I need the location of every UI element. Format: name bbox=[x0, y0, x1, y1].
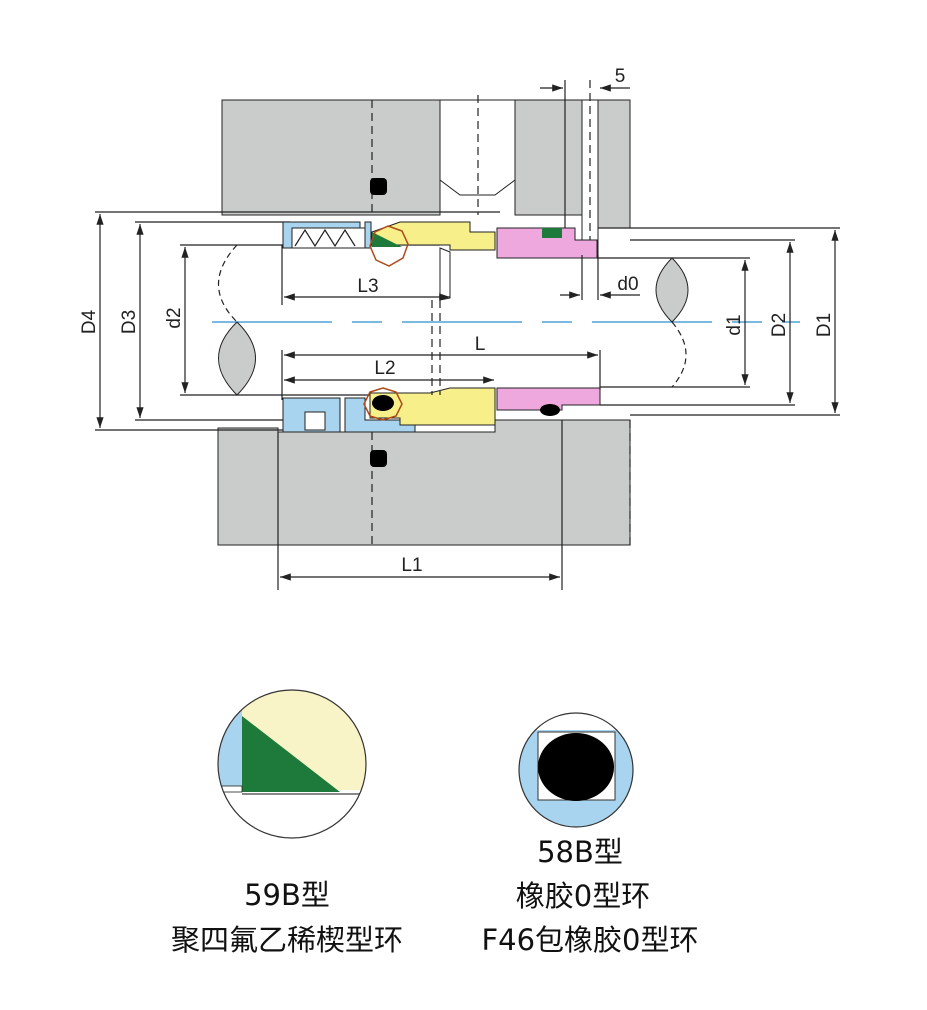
seal-top bbox=[282, 221, 598, 301]
seal-bottom bbox=[282, 300, 601, 433]
dim-L1: L1 bbox=[401, 555, 422, 576]
caption-59b-type: 59B型 bbox=[244, 878, 330, 912]
dim-d0: d0 bbox=[617, 274, 638, 295]
caption-58b-desc2: F46包橡胶0型环 bbox=[481, 923, 698, 957]
dim-D3: D3 bbox=[119, 310, 140, 334]
housing-oring-top bbox=[370, 178, 387, 195]
housing-oring-bottom bbox=[370, 450, 387, 467]
wedge-ring bbox=[372, 232, 402, 247]
horizontal-dimensions: L3 L L2 L1 d0 5 bbox=[277, 66, 640, 590]
dim-D1: D1 bbox=[814, 313, 835, 337]
dim-L2: L2 bbox=[374, 358, 395, 379]
dim-D2: D2 bbox=[769, 313, 790, 337]
caption-58b-type: 58B型 bbox=[537, 835, 623, 869]
dim-5: 5 bbox=[615, 66, 626, 87]
shaft-break-right bbox=[655, 257, 689, 323]
caption-58b-desc: 橡胶0型环 bbox=[516, 879, 650, 913]
detail-highlight-58b bbox=[363, 387, 403, 421]
oring-seal bbox=[372, 395, 394, 411]
housing-bottom bbox=[217, 419, 631, 590]
shaft-break-left bbox=[218, 321, 256, 396]
detail-59b bbox=[217, 689, 367, 839]
dim-D4: D4 bbox=[79, 309, 100, 334]
caption-59b-desc: 聚四氟乙稀楔型环 bbox=[171, 923, 403, 957]
dim-d2: d2 bbox=[164, 307, 185, 328]
detail-58b bbox=[518, 712, 634, 828]
detail-highlight-59b bbox=[369, 225, 409, 267]
vertical-dimensions: D4 D3 d2 d1 D2 D1 bbox=[79, 214, 839, 428]
dim-L: L bbox=[475, 334, 486, 355]
dim-d1: d1 bbox=[724, 314, 745, 335]
dim-L3: L3 bbox=[357, 276, 378, 297]
